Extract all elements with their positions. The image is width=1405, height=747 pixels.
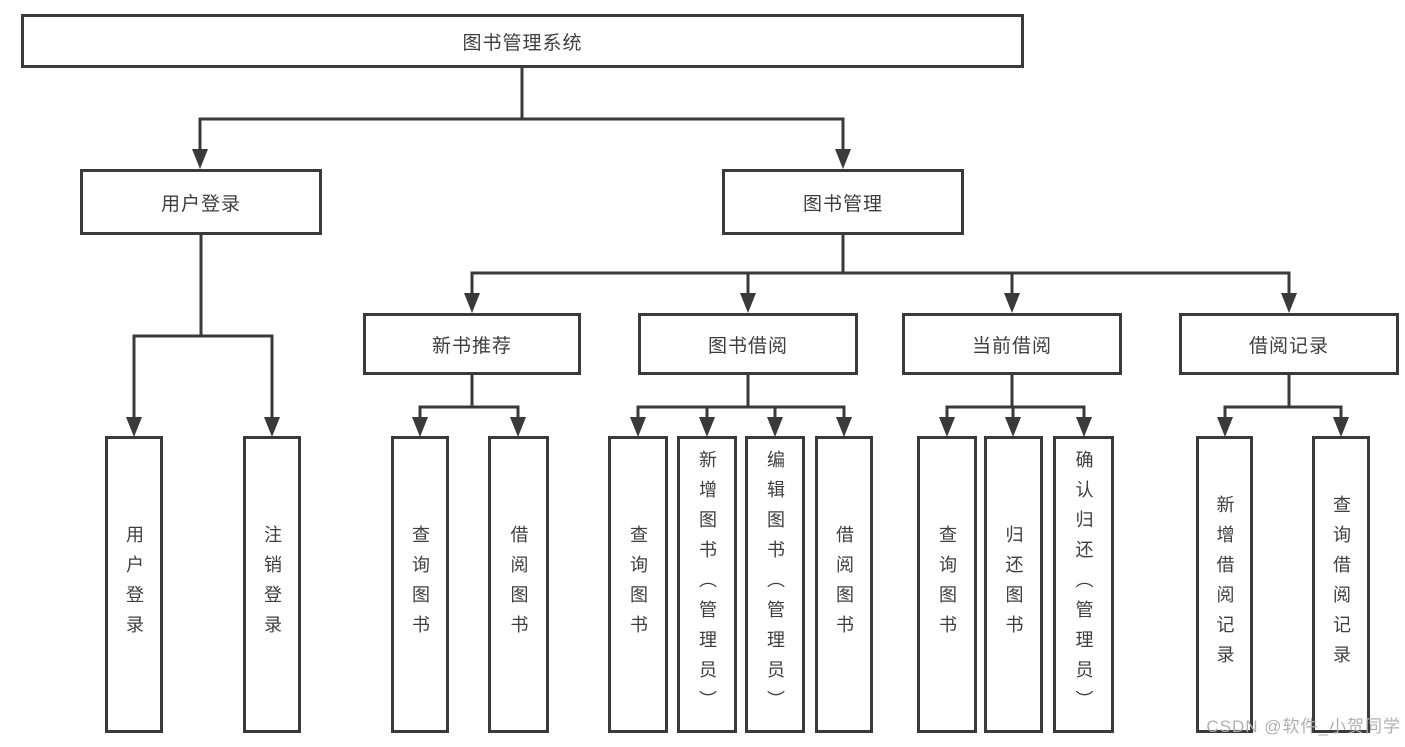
connector-borrow-records [1223,375,1343,419]
leaf-borrow-books-recommend: 借阅图书 [488,436,549,733]
node-user-login: 用户登录 [80,169,322,235]
node-label: 借阅图书 [508,524,529,645]
leaf-borrow-books: 借阅图书 [815,436,873,733]
node-label: 当前借阅 [971,335,1052,357]
node-label: 新增借阅记录 [1214,494,1235,675]
node-label: 注销登录 [262,524,282,645]
arrowhead-icon [126,417,142,437]
leaf-query-books-borrow: 查询图书 [608,436,668,733]
arrowhead-icon [630,417,646,437]
arrowhead-icon [1217,417,1233,437]
arrowhead-icon [1281,293,1297,313]
node-label: 新书推荐 [431,335,512,357]
connector-book-borrow [636,375,846,419]
node-borrow-records: 借阅记录 [1179,313,1399,375]
arrowhead-icon [836,417,852,437]
arrowhead-icon [264,417,280,437]
leaf-query-books-current: 查询图书 [917,436,977,733]
node-label: 图书管理系统 [462,32,583,54]
node-label: 查询图书 [628,524,648,645]
arrowhead-icon [1005,417,1021,437]
connector-new-book [418,375,520,419]
node-label: 新增图书（管理员） [697,449,717,720]
connector-root [198,68,845,151]
csdn-watermark: CSDN @软件_小贺同学 [1206,717,1401,736]
node-label: 归还图书 [1003,524,1024,645]
arrowhead-icon [767,417,783,437]
node-label: 借阅记录 [1248,335,1329,357]
node-label: 图书管理 [802,193,883,215]
leaf-user-login: 用户登录 [105,436,163,733]
arrowhead-icon [510,417,526,437]
node-label: 查询借阅记录 [1331,494,1351,675]
node-label: 查询图书 [937,524,957,645]
arrowhead-icon [1333,417,1349,437]
leaf-return-book: 归还图书 [984,436,1043,733]
node-label: 借阅图书 [834,524,854,645]
arrowhead-icon [699,417,715,437]
node-library-management-system: 图书管理系统 [21,14,1024,68]
node-book-borrow: 图书借阅 [638,313,858,375]
arrowhead-icon [464,293,480,313]
leaf-query-books-recommend: 查询图书 [391,436,449,733]
leaf-add-borrow-record: 新增借阅记录 [1196,436,1253,733]
arrowhead-icon [1076,417,1092,437]
leaf-edit-book-admin: 编辑图书（管理员） [745,436,805,733]
leaf-confirm-return-admin: 确认归还（管理员） [1053,436,1114,733]
arrowhead-icon [835,149,851,169]
node-label: 编辑图书（管理员） [765,449,785,720]
arrowhead-icon [1004,293,1020,313]
leaf-add-book-admin: 新增图书（管理员） [677,436,737,733]
connector-user-login [132,235,274,419]
arrowhead-icon [740,293,756,313]
connector-book-management [470,235,1291,296]
node-label: 确认归还（管理员） [1073,449,1094,720]
leaf-logout: 注销登录 [243,436,301,733]
node-label: 用户登录 [124,524,144,645]
arrowhead-icon [192,149,208,169]
node-label: 图书借阅 [707,335,788,357]
node-label: 用户登录 [160,193,241,215]
node-book-management: 图书管理 [722,169,964,235]
node-current-borrow: 当前借阅 [902,313,1122,375]
arrowhead-icon [939,417,955,437]
leaf-query-borrow-record: 查询借阅记录 [1312,436,1370,733]
connector-current-borrow [945,375,1086,419]
arrowhead-icon [412,417,428,437]
node-new-book-recommend: 新书推荐 [363,313,581,375]
node-label: 查询图书 [410,524,430,645]
